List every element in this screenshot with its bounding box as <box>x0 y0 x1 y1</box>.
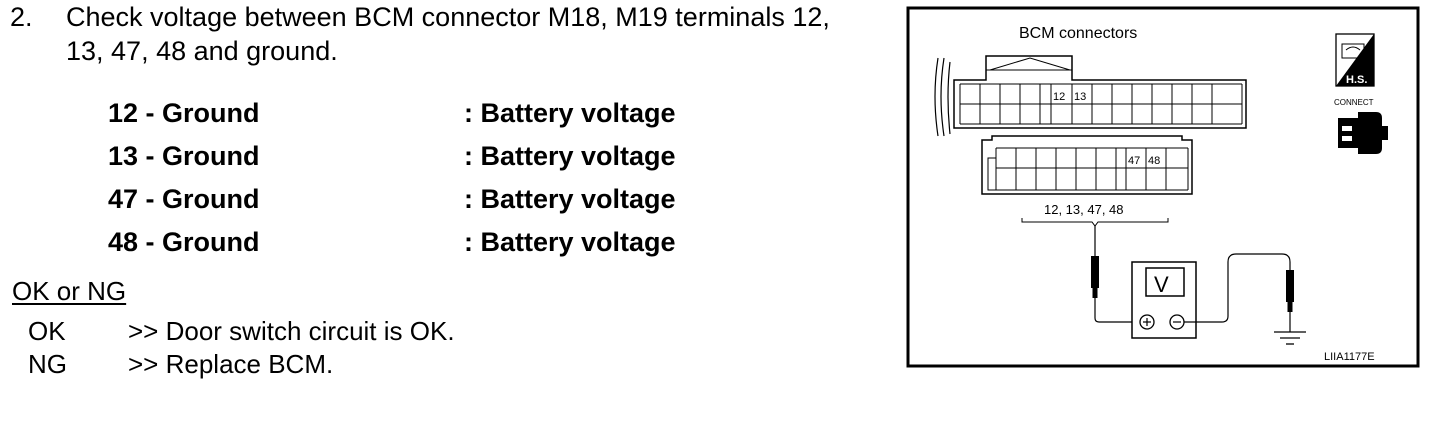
upper-connector: 12 13 <box>953 55 1247 129</box>
result-terminal: 48 - Ground <box>108 227 260 257</box>
result-value: : Battery voltage <box>464 227 676 257</box>
pin-label-12: 12 <box>1053 91 1065 103</box>
result-value: : Battery voltage <box>464 184 676 214</box>
option-text: >> Door switch circuit is OK. <box>128 316 455 346</box>
pin-label-47: 47 <box>1128 155 1140 167</box>
result-row-12: 12 - Ground : Battery voltage <box>108 98 676 129</box>
terminal-list-label: 12, 13, 47, 48 <box>1044 202 1124 217</box>
result-value: : Battery voltage <box>464 98 676 128</box>
step-instruction-line-2: 13, 47, 48 and ground. <box>66 36 338 66</box>
option-code: OK <box>28 316 66 346</box>
connect-label: CONNECT <box>1334 98 1374 107</box>
meter-display: V <box>1154 272 1169 297</box>
positive-probe <box>1091 256 1099 298</box>
result-row-47: 47 - Ground : Battery voltage <box>108 184 676 215</box>
voltmeter: V <box>1131 261 1197 339</box>
ground-icon <box>1274 331 1306 345</box>
hs-label: H.S. <box>1346 74 1367 86</box>
hs-ignition-icon: H.S. <box>1335 33 1375 87</box>
result-row-48: 48 - Ground : Battery voltage <box>108 227 676 258</box>
result-terminal: 13 - Ground <box>108 141 260 171</box>
lower-connector: 47 48 <box>981 135 1193 195</box>
ok-ng-heading: OK or NG <box>12 276 127 306</box>
pin-label-13: 13 <box>1074 91 1086 103</box>
figure-title: BCM connectors <box>1019 25 1137 42</box>
connect-icon <box>1338 112 1388 154</box>
result-value: : Battery voltage <box>464 141 676 171</box>
figure-code: LIIA1177E <box>1324 351 1375 363</box>
result-row-13: 13 - Ground : Battery voltage <box>108 141 676 172</box>
step-instruction-line-1: Check voltage between BCM connector M18,… <box>66 2 830 32</box>
result-terminal: 12 - Ground <box>108 98 260 128</box>
result-terminal: 47 - Ground <box>108 184 260 214</box>
option-ok: OK >> Door switch circuit is OK. <box>28 316 455 347</box>
option-code: NG <box>28 349 67 379</box>
negative-probe <box>1286 270 1294 312</box>
bcm-connector-diagram: BCM connectors 12 13 <box>906 6 1420 368</box>
step-number: 2. <box>10 2 33 32</box>
pin-label-48: 48 <box>1148 155 1160 167</box>
option-text: >> Replace BCM. <box>128 349 334 379</box>
option-ng: NG >> Replace BCM. <box>28 349 333 380</box>
